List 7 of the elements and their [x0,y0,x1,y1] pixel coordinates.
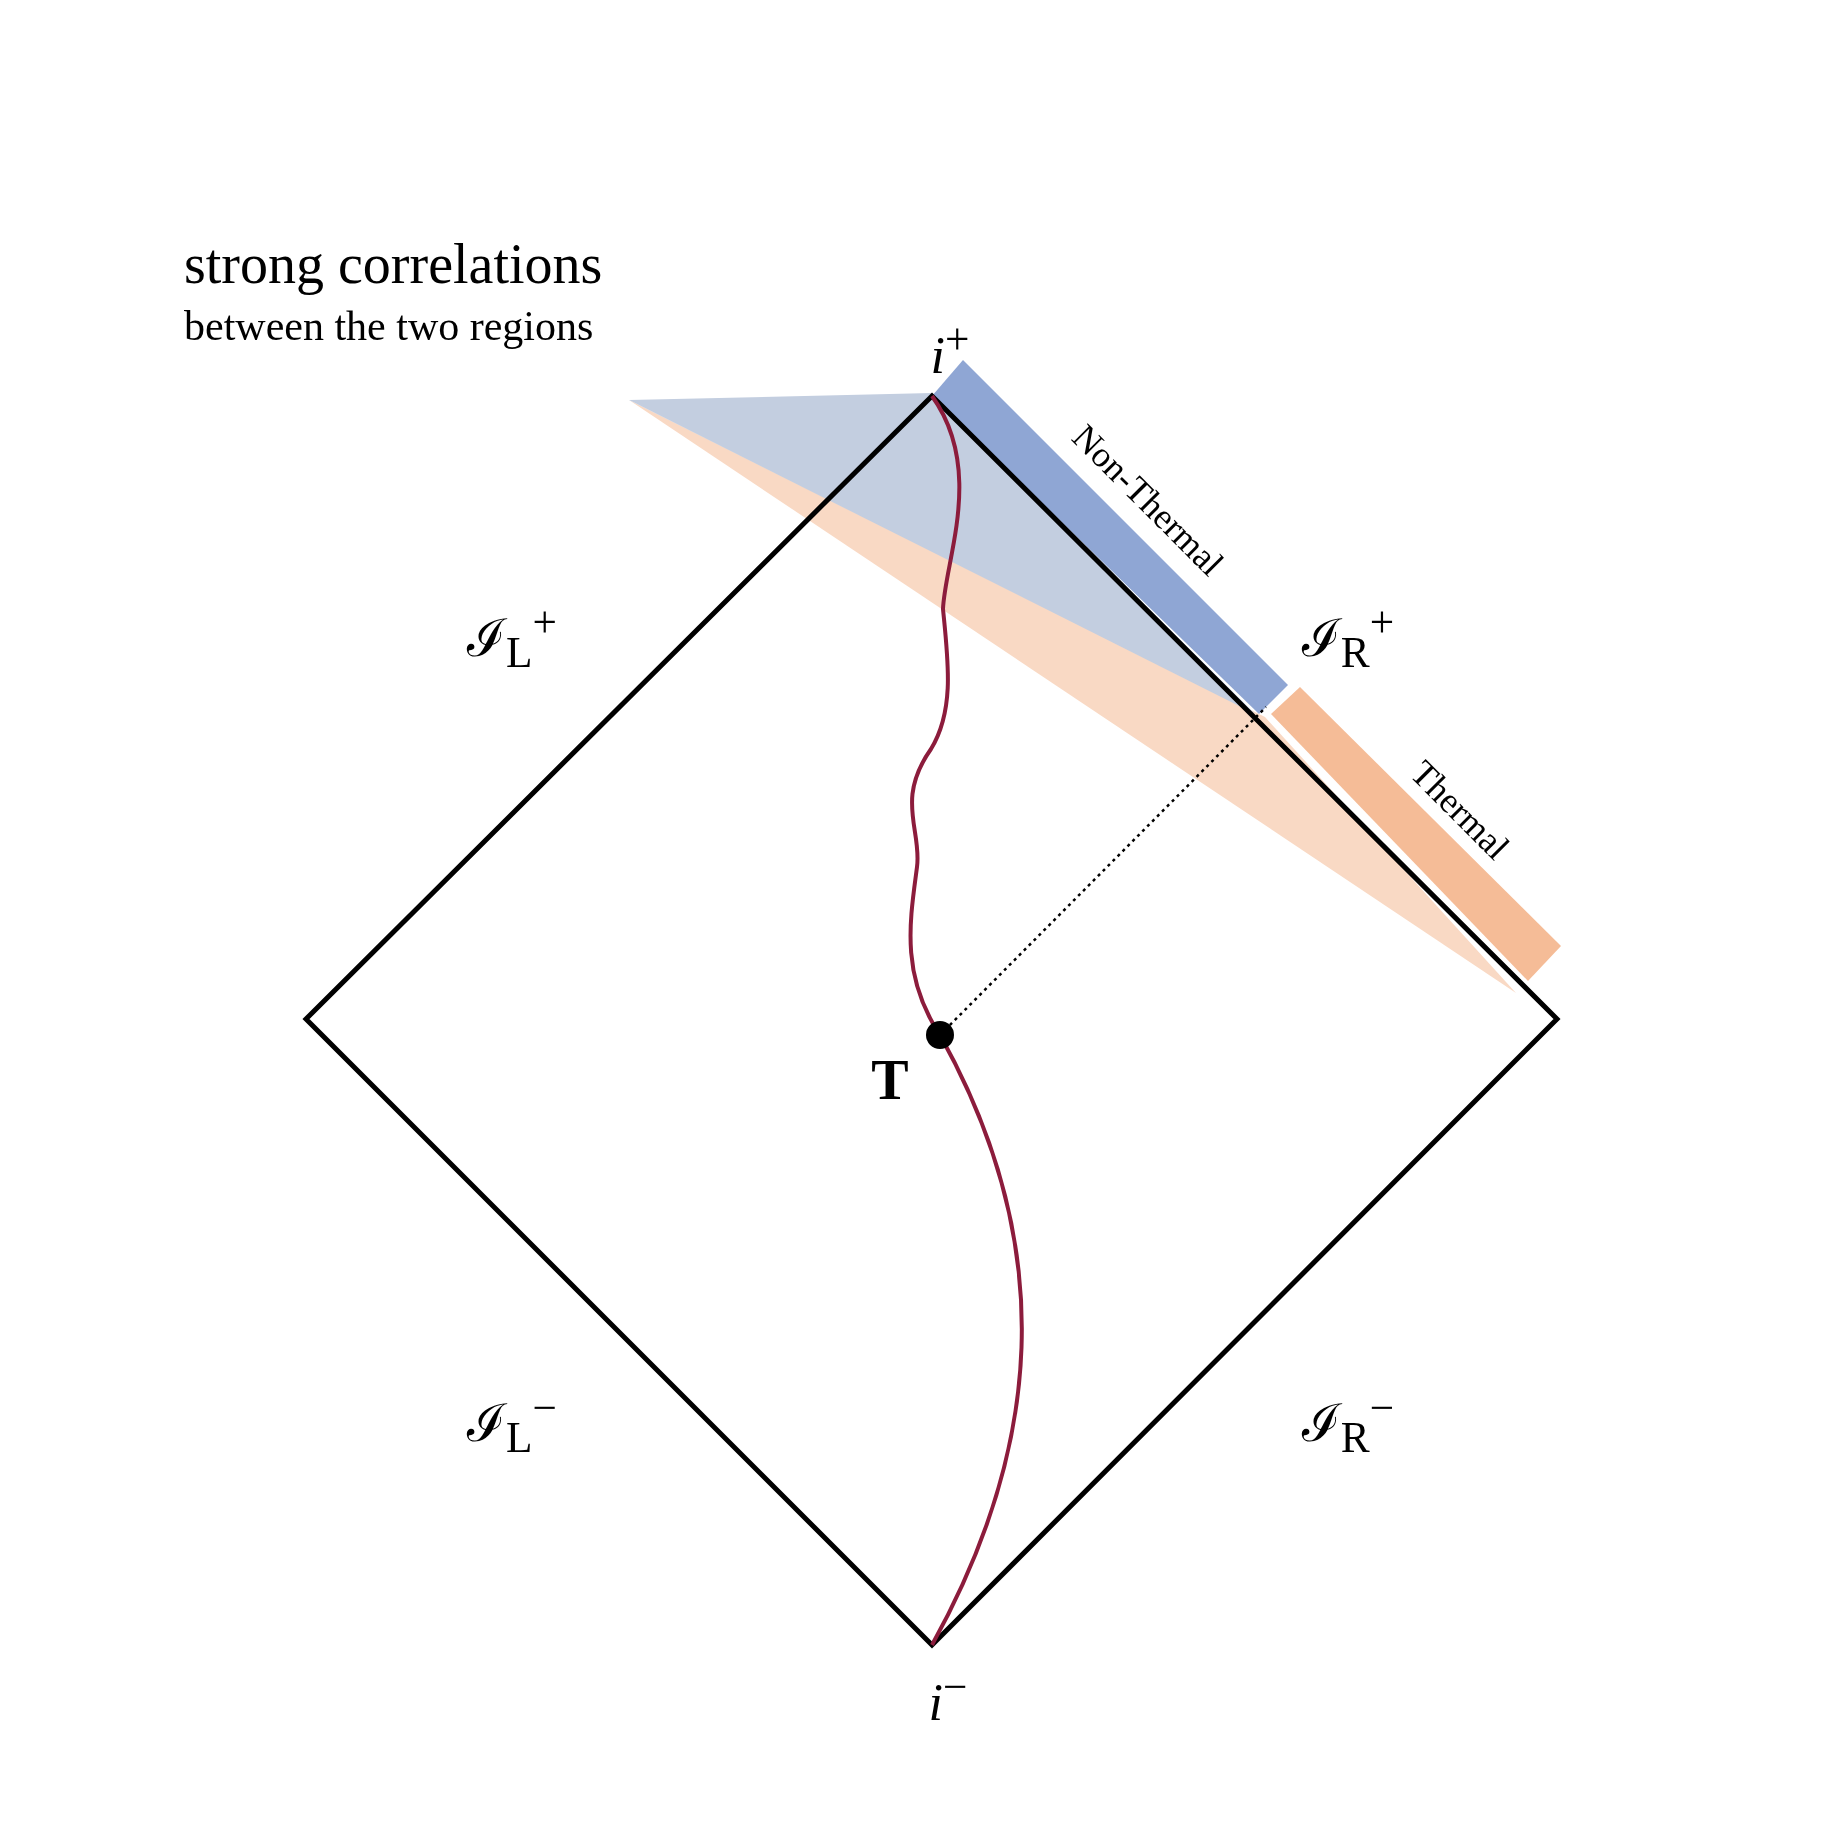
event-label: T [871,1052,909,1108]
infinity-label: i$^{+}$ [930,318,970,382]
dotted-line [949,706,1267,1026]
subtitle-text: between the two regions [184,305,594,347]
thermal-band [1271,687,1561,981]
event-dot [926,1021,954,1049]
infinity-label: i$^{−}$ [928,1665,968,1729]
